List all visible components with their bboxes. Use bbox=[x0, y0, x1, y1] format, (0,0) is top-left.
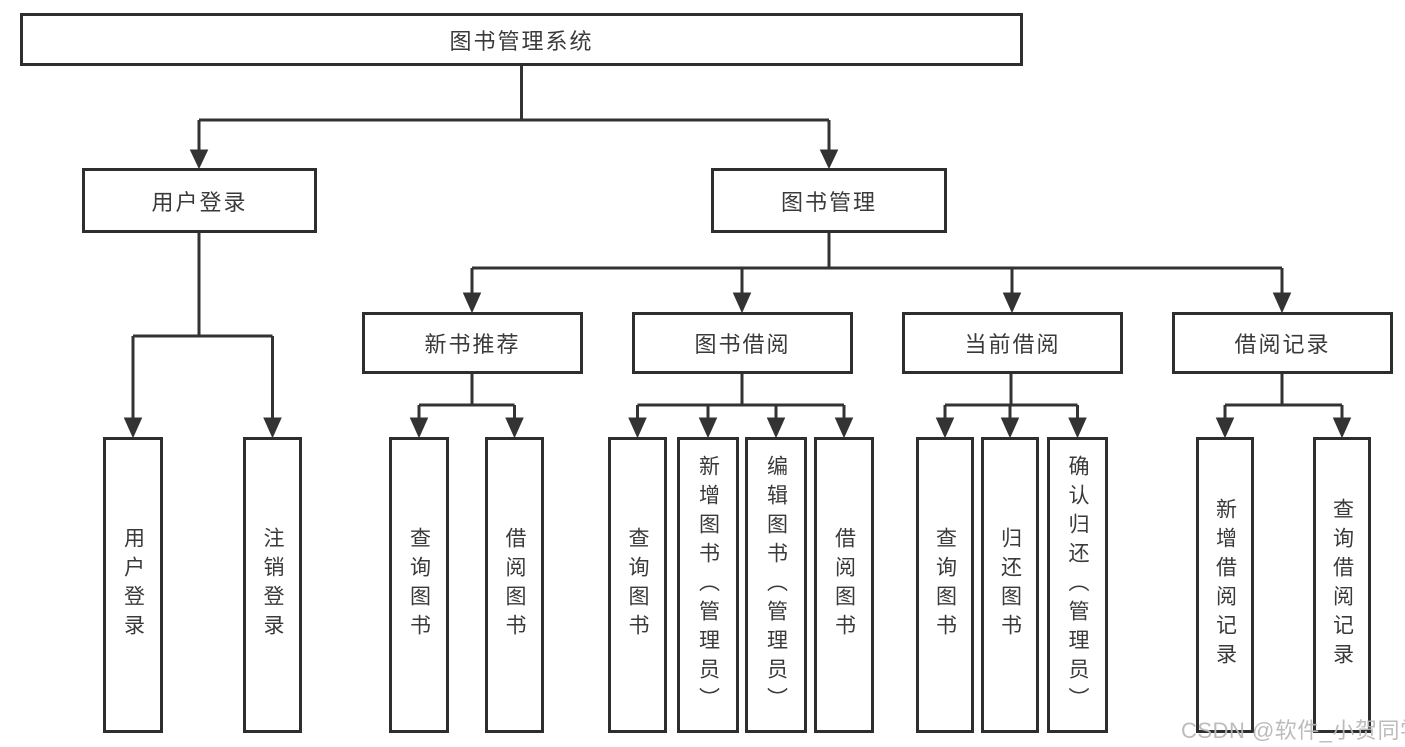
node-book-borrow: 图书借阅 bbox=[632, 312, 853, 374]
leaf-logout: 注销登录 bbox=[243, 437, 302, 733]
leaf-borrow-books-2-label: 借阅图书 bbox=[832, 527, 856, 643]
node-book-management-label: 图书管理 bbox=[780, 189, 877, 215]
watermark: CSDN @软件_小贺同学 bbox=[1181, 718, 1405, 743]
leaf-query-books-1-label: 查询图书 bbox=[407, 527, 431, 643]
leaf-return-book: 归还图书 bbox=[981, 437, 1039, 733]
leaf-borrow-books-1-label: 借阅图书 bbox=[503, 527, 526, 643]
node-root: 图书管理系统 bbox=[20, 13, 1023, 66]
node-user-login-label: 用户登录 bbox=[151, 189, 248, 215]
leaf-user-login-label: 用户登录 bbox=[121, 527, 145, 643]
leaf-query-borrow-record: 查询借阅记录 bbox=[1313, 437, 1371, 733]
leaf-query-books-1: 查询图书 bbox=[389, 437, 449, 733]
node-user-login: 用户登录 bbox=[82, 168, 317, 233]
leaf-user-login: 用户登录 bbox=[103, 437, 163, 733]
leaf-query-borrow-record-label: 查询借阅记录 bbox=[1330, 498, 1354, 672]
leaf-query-books-3-label: 查询图书 bbox=[933, 527, 957, 643]
leaf-borrow-books-1: 借阅图书 bbox=[485, 437, 544, 733]
node-borrow-records-label: 借阅记录 bbox=[1234, 332, 1331, 357]
node-current-borrow: 当前借阅 bbox=[902, 312, 1123, 374]
node-current-borrow-label: 当前借阅 bbox=[964, 332, 1061, 357]
node-book-management: 图书管理 bbox=[711, 168, 947, 233]
node-new-book-recommend: 新书推荐 bbox=[362, 312, 583, 374]
leaf-query-books-2-label: 查询图书 bbox=[626, 527, 649, 643]
node-borrow-records: 借阅记录 bbox=[1172, 312, 1393, 374]
leaf-query-books-3: 查询图书 bbox=[916, 437, 974, 733]
node-root-label: 图书管理系统 bbox=[449, 28, 594, 54]
leaf-return-book-label: 归还图书 bbox=[998, 527, 1022, 643]
leaf-add-borrow-record: 新增借阅记录 bbox=[1196, 437, 1254, 733]
leaf-edit-book-admin-label: 编辑图书（管理员） bbox=[764, 454, 788, 716]
leaf-add-borrow-record-label: 新增借阅记录 bbox=[1213, 498, 1237, 672]
leaf-logout-label: 注销登录 bbox=[261, 527, 284, 643]
leaf-confirm-return-admin-label: 确认归还（管理员） bbox=[1066, 454, 1089, 716]
leaf-edit-book-admin: 编辑图书（管理员） bbox=[745, 437, 807, 733]
leaf-confirm-return-admin: 确认归还（管理员） bbox=[1047, 437, 1108, 733]
leaf-borrow-books-2: 借阅图书 bbox=[814, 437, 874, 733]
node-new-book-recommend-label: 新书推荐 bbox=[424, 332, 521, 357]
leaf-add-book-admin: 新增图书（管理员） bbox=[677, 437, 739, 733]
leaf-add-book-admin-label: 新增图书（管理员） bbox=[696, 454, 720, 716]
node-book-borrow-label: 图书借阅 bbox=[694, 332, 791, 357]
leaf-query-books-2: 查询图书 bbox=[608, 437, 667, 733]
